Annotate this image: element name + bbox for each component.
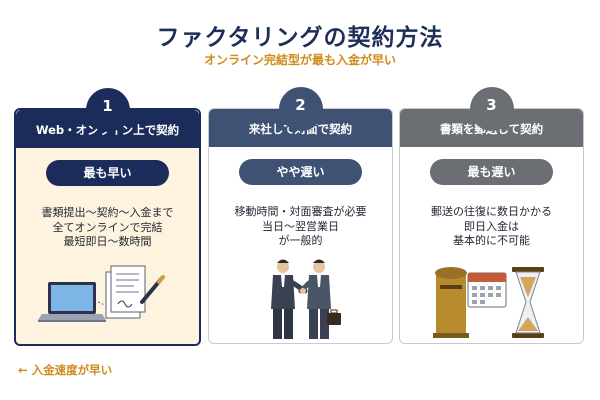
calendar-icon (467, 272, 507, 308)
step-number-badge: 1 (85, 88, 130, 132)
description-line: 当日〜翌営業日 (262, 219, 339, 233)
left-arrow-icon: ← (18, 363, 28, 377)
method-description: 書類提出〜契約〜入金まで 全てオンラインで完結 最短即日〜数時間 (22, 206, 193, 250)
page-title: ファクタリングの契約方法 (156, 25, 444, 51)
description-line: 即日入金は (464, 219, 519, 233)
speed-legend-label: 入金速度が早い (31, 363, 113, 377)
description-line: 書類提出〜契約〜入金まで (41, 206, 174, 219)
description-line: 移動時間・対面審査が必要 (234, 205, 367, 218)
speed-badge: 最も遅い (430, 159, 553, 185)
method-description: 移動時間・対面審査が必要 当日〜翌営業日 が一般的 (215, 205, 386, 249)
description-line: が一般的 (278, 234, 323, 247)
description-line: 基本的に不可能 (453, 234, 530, 247)
hourglass-icon (512, 267, 544, 338)
pen-icon (140, 275, 165, 304)
method-card-mail: 3 書類を郵送して契約 最も遅い 郵送の往復に数日かかる 即日入金は 基本的に不… (399, 87, 584, 344)
speed-legend: ←入金速度が早い (18, 362, 116, 378)
step-number-badge: 2 (278, 87, 323, 131)
page-subtitle: オンライン完結型が最も入金が早い (203, 53, 396, 67)
method-card-body: 最も遅い 郵送の往復に数日かかる 即日入金は 基本的に不可能 (400, 147, 583, 343)
step-number-badge: 3 (469, 87, 514, 131)
method-description: 郵送の往復に数日かかる 即日入金は 基本的に不可能 (406, 205, 577, 249)
method-card-visit: 2 来社して対面で契約 やや遅い 移動時間・対面審査が必要 当日〜翌営業日 が一… (208, 87, 393, 344)
businessmen-handshake-icon (271, 259, 341, 339)
laptop-icon (38, 282, 106, 322)
description-line: 全てオンラインで完結 (52, 220, 163, 234)
description-line: 最短即日〜数時間 (63, 235, 152, 248)
contract-document-icon (105, 265, 146, 319)
description-line: 郵送の往復に数日かかる (431, 205, 552, 218)
speed-badge: やや遅い (239, 159, 362, 185)
method-card-online: 1 Web・オンライン上で契約 最も早い 書類提出〜契約〜入金まで 全てオンライ… (14, 88, 201, 346)
method-card-body: 最も早い 書類提出〜契約〜入金まで 全てオンラインで完結 最短即日〜数時間 (16, 148, 199, 344)
mail-delay-illustration (433, 267, 544, 338)
speed-badge: 最も早い (46, 160, 169, 186)
online-illustration (38, 265, 165, 322)
mailbox-icon (433, 267, 469, 338)
method-card-body: やや遅い 移動時間・対面審査が必要 当日〜翌営業日 が一般的 (209, 147, 392, 343)
